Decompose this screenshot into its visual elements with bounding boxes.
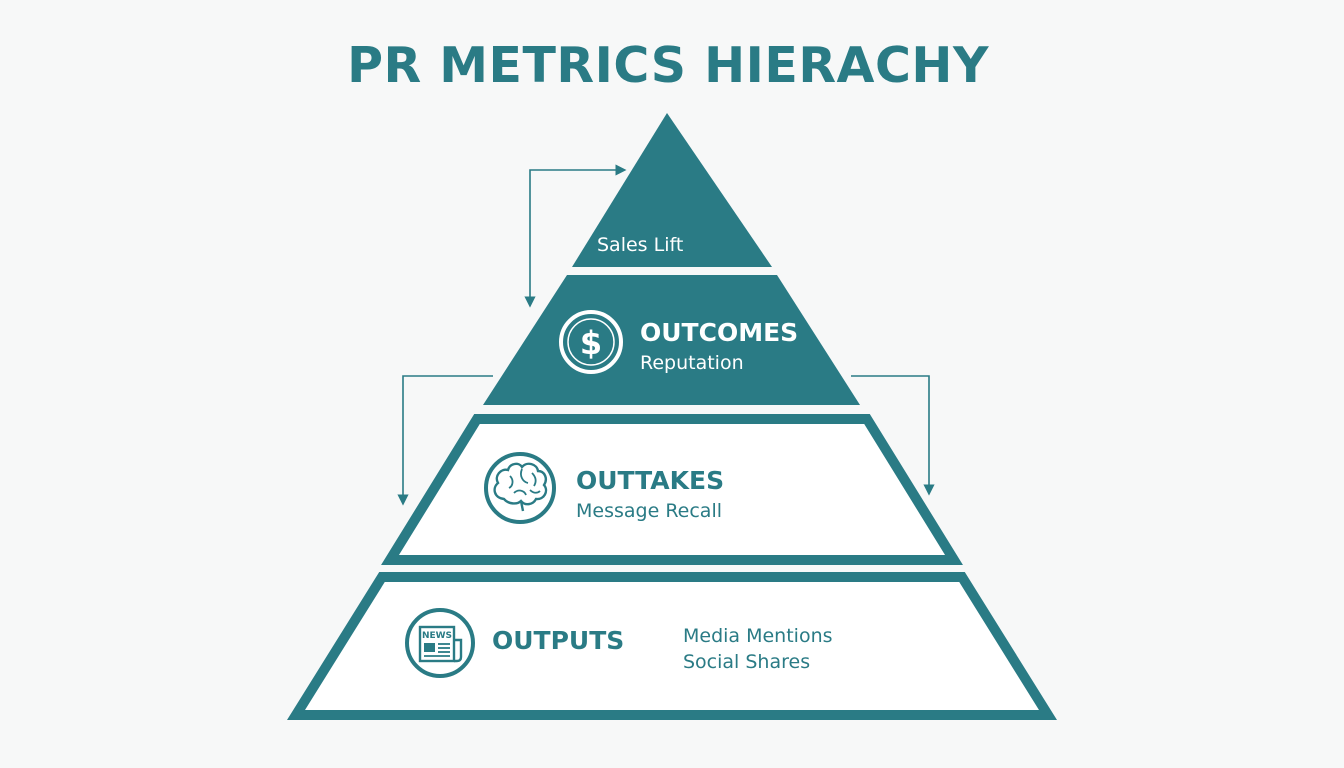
diagram-title: PR METRICS HIERACHY	[347, 37, 989, 94]
outtakes-name: OUTTAKES	[576, 466, 724, 495]
dollar-icon: $	[559, 310, 623, 374]
apex-label: Sales Lift	[597, 234, 683, 256]
tier-outcomes	[483, 275, 860, 405]
newspaper-icon: NEWS	[405, 608, 475, 678]
outcomes-metric: Reputation	[640, 352, 744, 374]
tier-apex	[572, 113, 772, 267]
tier-outputs	[286, 572, 1058, 720]
outcomes-name: OUTCOMES	[640, 318, 798, 347]
outtakes-metric: Message Recall	[576, 500, 722, 522]
arrow-top-loop	[524, 164, 627, 308]
outputs-metric-1: Media Mentions	[683, 625, 833, 647]
brain-icon	[484, 452, 556, 524]
outputs-metric-2: Social Shares	[683, 651, 810, 673]
svg-text:$: $	[580, 324, 602, 362]
arrow-right-down	[851, 375, 935, 496]
outputs-name: OUTPUTS	[492, 626, 624, 655]
arrow-left-down	[397, 375, 493, 506]
svg-text:NEWS: NEWS	[422, 631, 452, 641]
